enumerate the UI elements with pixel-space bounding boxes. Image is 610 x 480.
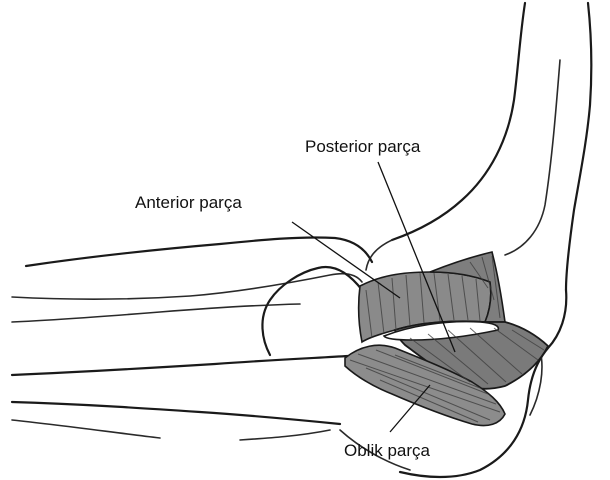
anterior-leader-line <box>292 222 400 298</box>
forearm-middle-contour <box>12 274 362 299</box>
posterior-part-label: Posterior parça <box>305 137 421 156</box>
ligament-complex <box>345 252 548 426</box>
epicondyle-contour <box>366 240 392 270</box>
anterior-part-label: Anterior parça <box>135 193 242 212</box>
hand-contour <box>262 267 362 355</box>
forearm-fold-contour <box>240 430 330 440</box>
ulna-lower-contour <box>12 402 340 424</box>
upper-arm-front-contour <box>392 3 525 240</box>
forearm-muscle-contour <box>12 304 300 322</box>
arm-outline <box>12 3 591 477</box>
forearm-bottom-contour <box>12 420 160 438</box>
upper-arm-back-contour <box>566 3 591 290</box>
upper-arm-inner-contour <box>505 60 560 255</box>
oblique-part-label: Oblik parça <box>344 441 431 460</box>
forearm-lower-contour <box>12 356 348 375</box>
